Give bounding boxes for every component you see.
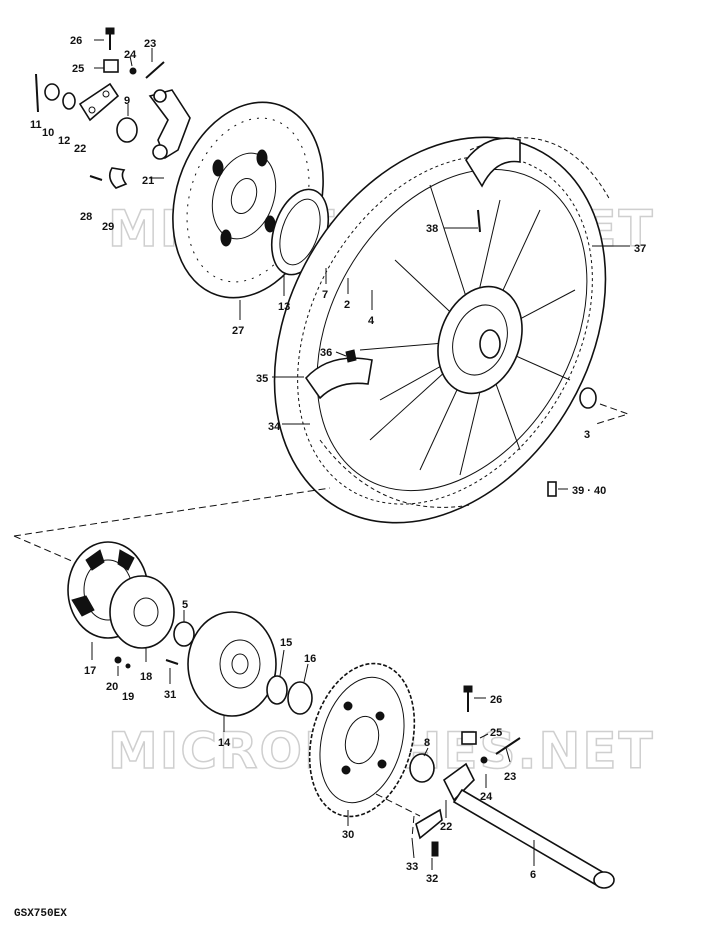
part-label: 10 xyxy=(42,127,54,139)
part-label: 19 xyxy=(122,691,134,703)
part-label: 3 xyxy=(584,429,590,441)
part-label: 22 xyxy=(440,821,452,833)
model-code: GSX750EX xyxy=(14,908,67,920)
part-label: 38 xyxy=(426,223,438,235)
part-label: 17 xyxy=(84,665,96,677)
part-label: 13 xyxy=(278,301,290,313)
part-label: 29 xyxy=(102,221,114,233)
part-label: 7 xyxy=(322,289,328,301)
part-label: 35 xyxy=(256,373,268,385)
part-label: 26 xyxy=(70,35,82,47)
part-label: 11 xyxy=(30,119,42,131)
part-label: 4 xyxy=(368,315,375,327)
rear-axle xyxy=(452,788,615,889)
part-label: 21 xyxy=(142,175,154,187)
part-label: 26 xyxy=(490,694,502,706)
part-label: 23 xyxy=(144,38,156,50)
collar-9 xyxy=(116,117,138,143)
rear-wheel xyxy=(273,136,611,524)
part-label: 23 xyxy=(504,771,516,783)
part-label: 31 xyxy=(164,689,176,701)
part-label: 27 xyxy=(232,325,244,337)
part-label: 39 · 40 xyxy=(572,485,606,497)
part-label: 28 xyxy=(80,211,92,223)
tube-cut xyxy=(304,357,373,400)
part-label: 15 xyxy=(280,637,292,649)
part-label: 34 xyxy=(268,421,281,433)
rear-sprocket xyxy=(308,662,416,818)
part-label: 36 xyxy=(320,347,332,359)
part-label: 32 xyxy=(426,873,438,885)
part-label: 25 xyxy=(72,63,84,75)
part-label: 9 xyxy=(124,95,130,107)
part-labels: 26 25 24 23 11 10 12 22 9 21 28 29 27 13… xyxy=(30,35,646,885)
part-label: 33 xyxy=(406,861,418,873)
part-label: 22 xyxy=(74,143,86,155)
part-label: 20 xyxy=(106,681,118,693)
part-label: 2 xyxy=(344,299,350,311)
part-label: 12 xyxy=(58,135,70,147)
rear-brake-disc xyxy=(187,611,277,717)
sprocket-carrier xyxy=(109,575,175,649)
part-label: 24 xyxy=(480,791,493,803)
caliper-bracket xyxy=(148,89,191,160)
plate-22 xyxy=(78,82,120,122)
part-label: 25 xyxy=(490,727,502,739)
part-label: 16 xyxy=(304,653,316,665)
part-label: 24 xyxy=(124,49,137,61)
part-label: 5 xyxy=(182,599,188,611)
part-label: 37 xyxy=(634,243,646,255)
part-label: 8 xyxy=(424,737,430,749)
part-label: 14 xyxy=(218,737,231,749)
part-label: 18 xyxy=(140,671,152,683)
part-label: 30 xyxy=(342,829,354,841)
part-label: 6 xyxy=(530,869,536,881)
